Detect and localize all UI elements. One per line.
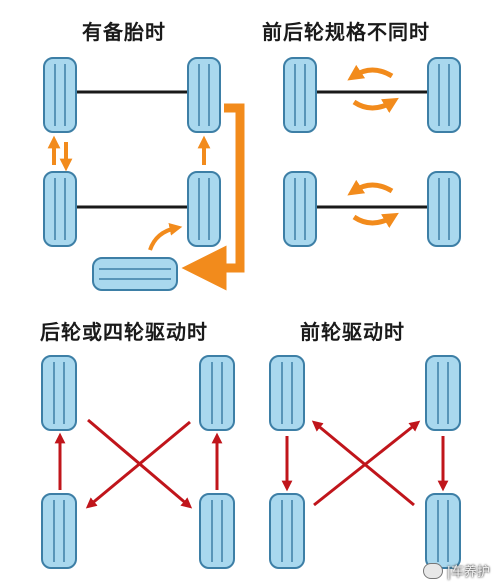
tire — [43, 171, 77, 247]
spare-tire — [92, 257, 178, 291]
arrow-front-to-spare — [181, 103, 245, 291]
tire — [199, 493, 235, 569]
swap-arrow — [347, 64, 394, 81]
tire — [427, 57, 461, 133]
red-arrows-front-drive — [281, 420, 449, 507]
swap-arrow — [352, 212, 399, 228]
tire — [427, 171, 461, 247]
tire — [43, 57, 77, 133]
panel-title-front-drive: 前轮驱动时 — [300, 320, 405, 344]
tire — [41, 355, 77, 431]
axles — [72, 90, 432, 209]
tire — [425, 493, 461, 569]
red-arrows-rear-4wd — [54, 418, 223, 509]
tire — [269, 355, 305, 431]
arrow-front-right-to-rear-left — [85, 420, 191, 509]
tire — [187, 57, 221, 133]
watermark: |车养护 — [422, 561, 490, 580]
arrow-rear-right-to-front-left — [311, 420, 415, 507]
tire — [425, 355, 461, 431]
panel-title-rear-or-4wd: 后轮或四轮驱动时 — [40, 320, 208, 344]
tire — [283, 57, 317, 133]
tire — [187, 171, 221, 247]
orange-arrows-swap — [347, 64, 399, 228]
panel-title-spare: 有备胎时 — [82, 20, 166, 44]
tire — [41, 493, 77, 569]
panel-title-different-size: 前后轮规格不同时 — [262, 20, 430, 44]
arrow-spare-to-rear — [148, 222, 183, 251]
orange-arrows-spare — [47, 103, 245, 291]
tires — [41, 57, 461, 569]
tire — [269, 493, 305, 569]
swap-arrow — [352, 97, 399, 113]
chat-bubble-icon — [422, 562, 443, 579]
watermark-text: |车养护 — [446, 565, 490, 580]
tire — [199, 355, 235, 431]
tire — [283, 171, 317, 247]
swap-arrow — [347, 179, 394, 196]
arrow-front-left-to-rear-right — [87, 418, 193, 509]
